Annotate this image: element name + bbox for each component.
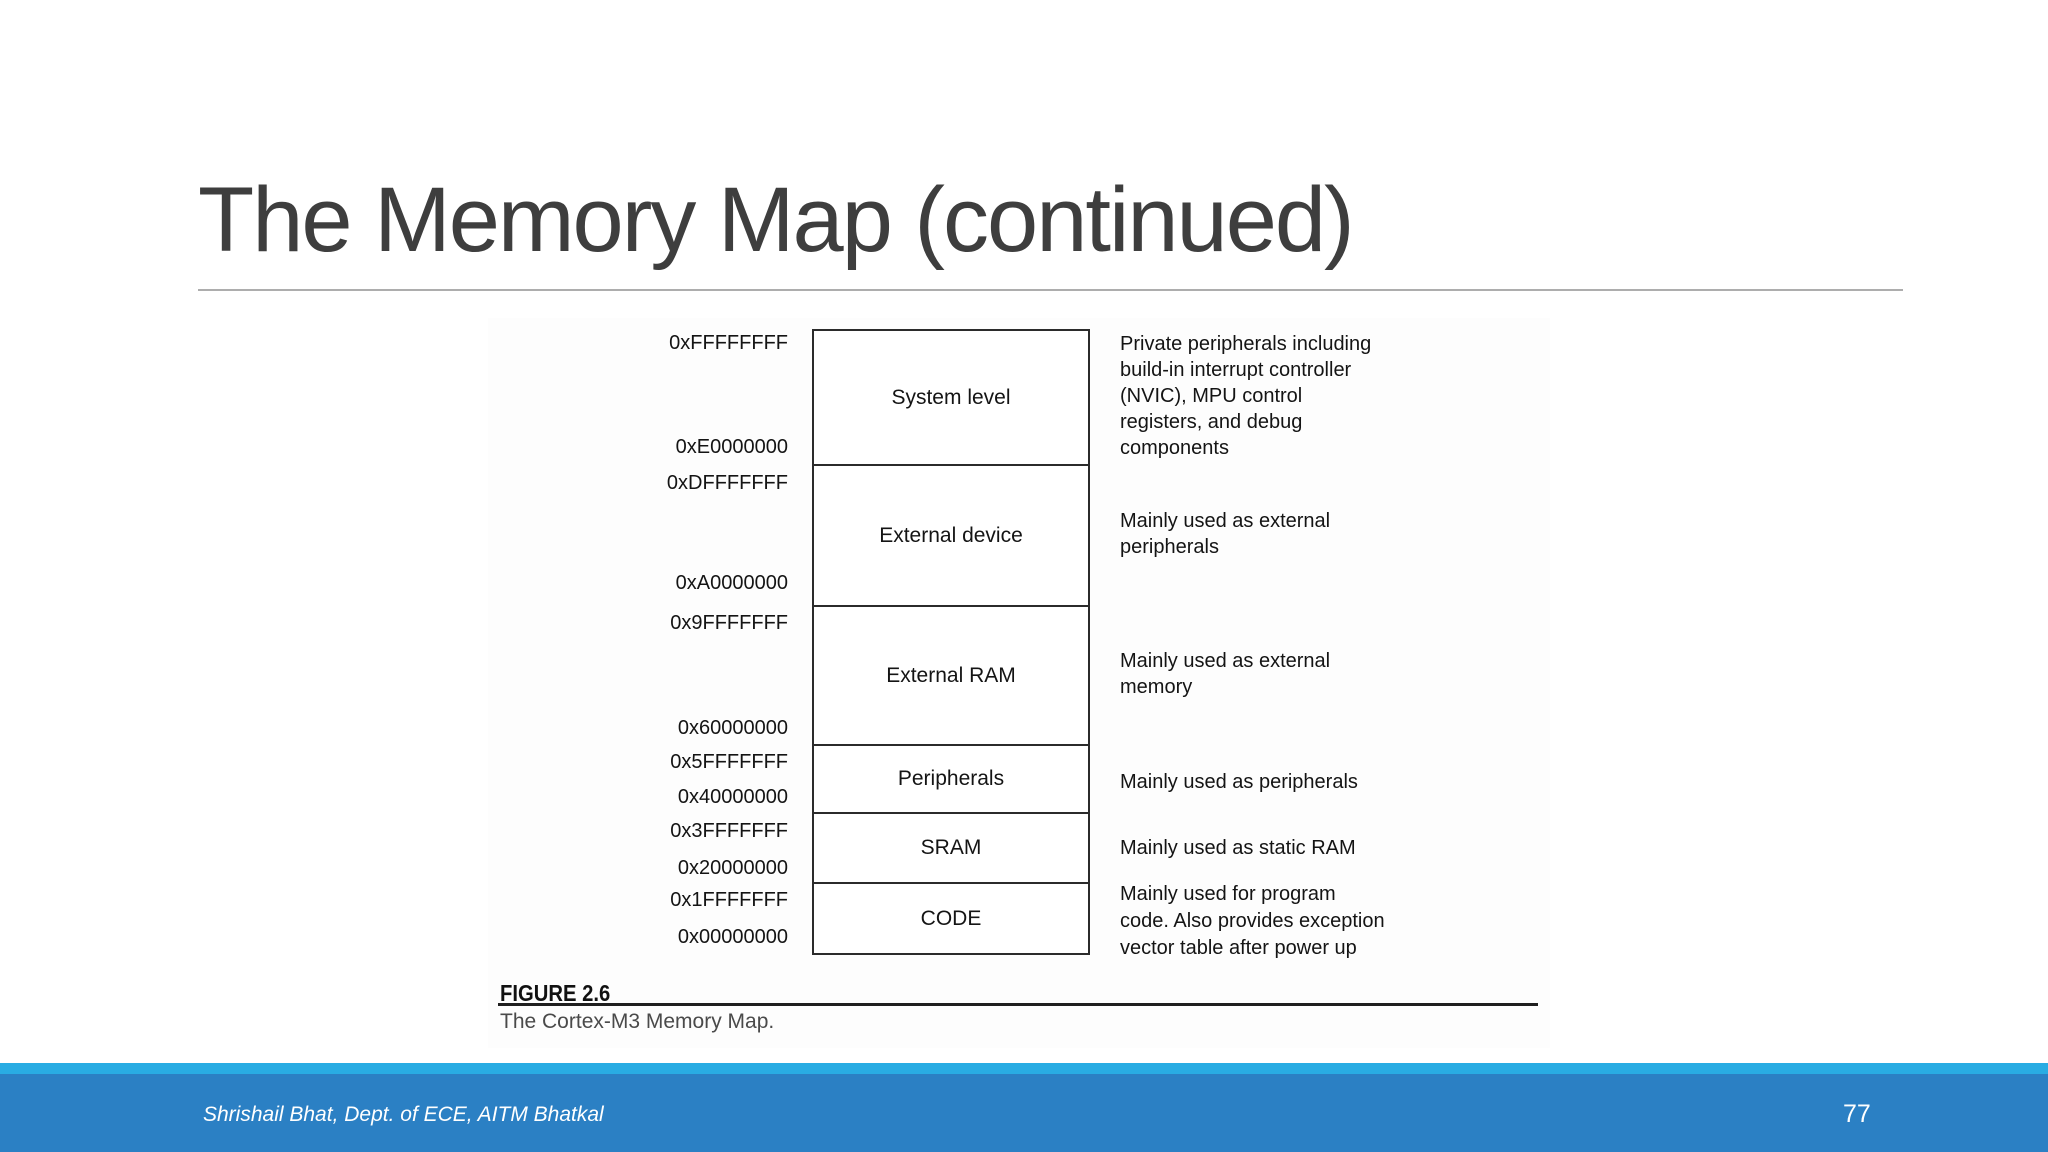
address-label-0x60000000: 0x60000000	[677, 717, 788, 739]
page-title: The Memory Map (continued)	[198, 169, 1355, 271]
description-external-ram: Mainly used as external memory	[1120, 650, 1331, 698]
description-peripherals: Mainly used as peripherals	[1120, 771, 1358, 793]
address-label-0xDFFFFFFF: 0xDFFFFFFF	[666, 472, 788, 494]
memory-map-box: System level External device External RA…	[812, 329, 1090, 955]
page-number: 77	[1843, 1100, 1871, 1128]
memory-region-peripherals: Peripherals	[814, 746, 1088, 814]
memory-region-system-level: System level	[814, 331, 1088, 466]
address-label-0x5FFFFFFF: 0x5FFFFFFF	[670, 751, 788, 773]
footer-bar	[0, 1074, 2048, 1152]
figure-caption: The Cortex-M3 Memory Map.	[500, 1010, 775, 1033]
figure-rule	[498, 1003, 1538, 1006]
description-external-device: Mainly used as external peripherals	[1120, 510, 1331, 558]
address-label-0xE0000000: 0xE0000000	[675, 436, 788, 458]
description-code: Mainly used for program code. Also provi…	[1120, 883, 1385, 959]
address-label-0x40000000: 0x40000000	[677, 786, 788, 808]
description-system-level: Private peripherals including build-in i…	[1120, 333, 1372, 459]
description-sram: Mainly used as static RAM	[1120, 837, 1356, 859]
address-label-0x3FFFFFFF: 0x3FFFFFFF	[670, 820, 788, 842]
address-label-0x1FFFFFFF: 0x1FFFFFFF	[670, 889, 788, 911]
footer-credit: Shrishail Bhat, Dept. of ECE, AITM Bhatk…	[203, 1103, 604, 1126]
memory-region-external-ram: External RAM	[814, 607, 1088, 746]
address-label-0xFFFFFFFF: 0xFFFFFFFF	[669, 332, 788, 354]
address-label-0x00000000: 0x00000000	[677, 926, 788, 948]
memory-region-code: CODE	[920, 906, 982, 930]
figure-label: FIGURE 2.6	[500, 980, 611, 1006]
memory-region-sram: SRAM	[814, 814, 1088, 884]
title-divider	[198, 289, 1903, 291]
address-label-0xA0000000: 0xA0000000	[675, 572, 788, 594]
footer-accent-stripe	[0, 1063, 2048, 1074]
address-label-0x9FFFFFFF: 0x9FFFFFFF	[670, 612, 788, 634]
address-label-0x20000000: 0x20000000	[677, 857, 788, 879]
memory-region-external-device: External device	[814, 466, 1088, 607]
